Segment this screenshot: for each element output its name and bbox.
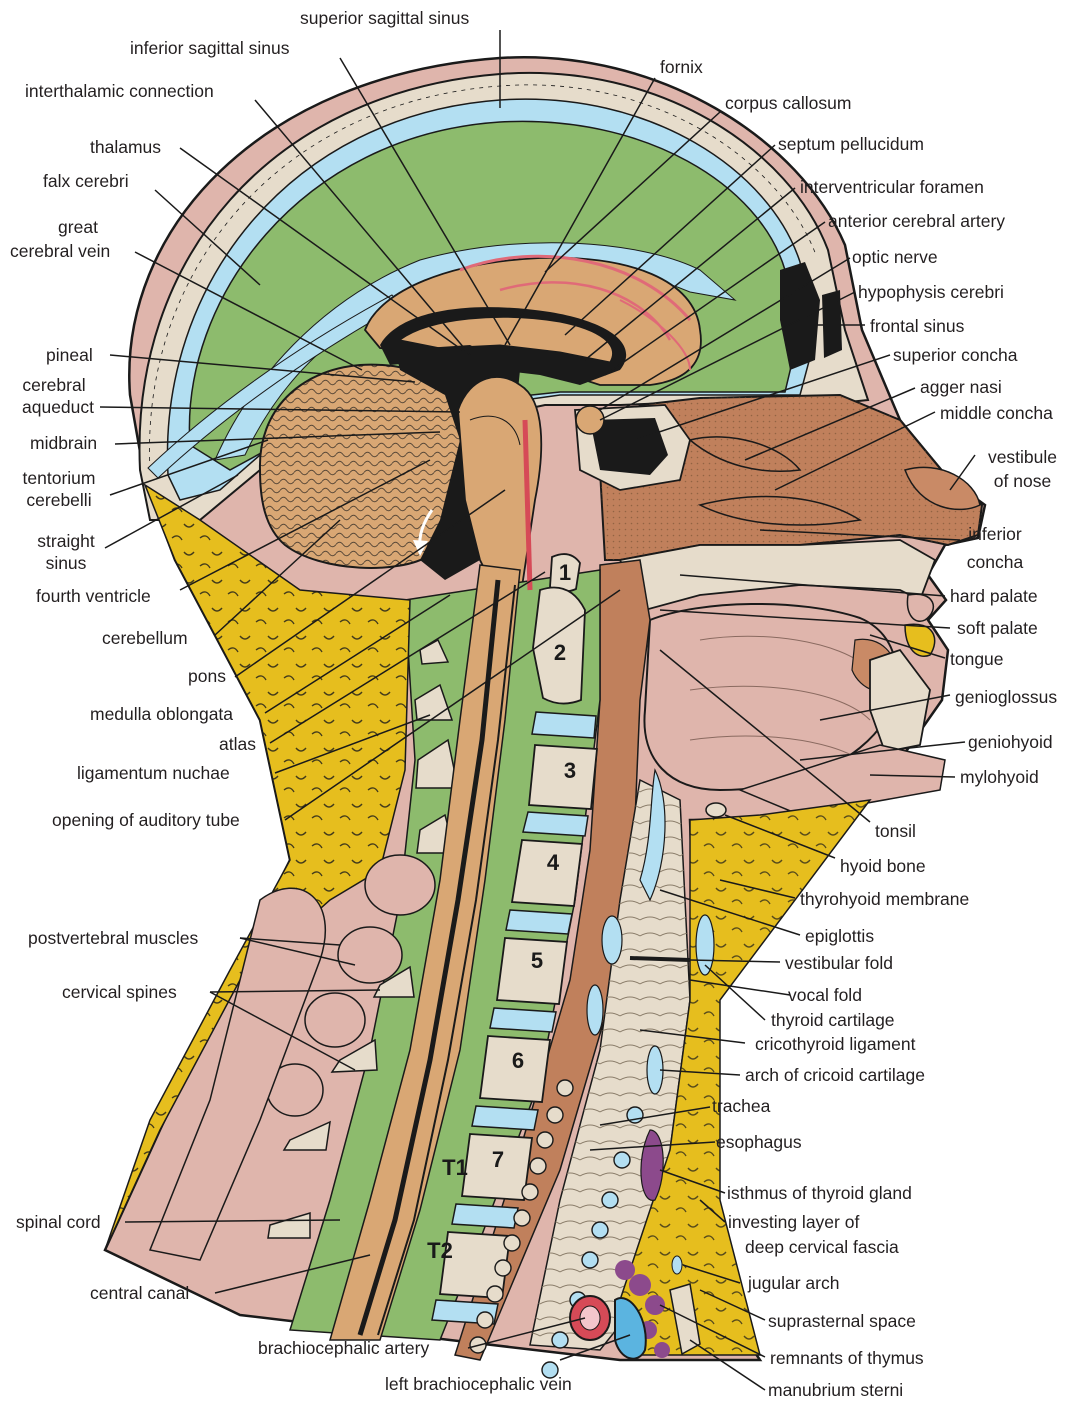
label-vocal-fold: vocal fold xyxy=(788,984,862,1006)
label-superior-sagittal-sinus: superior sagittal sinus xyxy=(300,7,469,29)
vertebra-number: T1 xyxy=(442,1155,468,1180)
label-medulla-oblongata: medulla oblongata xyxy=(90,703,233,725)
label-manubrium-sterni: manubrium sterni xyxy=(768,1379,903,1401)
label-corpus-callosum: corpus callosum xyxy=(725,92,851,114)
cartilage-bead xyxy=(547,1107,563,1123)
cartilage-bead xyxy=(522,1184,538,1200)
tracheal-ring xyxy=(592,1222,608,1238)
label-superior-concha: superior concha xyxy=(893,344,1018,366)
label-hypophysis-cerebri: hypophysis cerebri xyxy=(858,281,1004,303)
cartilage-bead xyxy=(487,1286,503,1302)
label-fourth-ventricle: fourth ventricle xyxy=(36,585,151,607)
label-thyrohyoid-membrane: thyrohyoid membrane xyxy=(800,888,969,910)
tracheal-ring xyxy=(602,1192,618,1208)
label-tongue: tongue xyxy=(950,648,1004,670)
label-brachiocephalic-artery: brachiocephalic artery xyxy=(258,1337,429,1359)
label-cerebral-aqueduct-line1: cerebral xyxy=(14,374,94,396)
label-optic-nerve: optic nerve xyxy=(852,246,938,268)
label-tentorium-cerebelli-line1: tentorium xyxy=(14,467,104,489)
label-inferior-concha-line2: concha xyxy=(955,551,1035,573)
vertebra-number: 3 xyxy=(564,758,576,783)
label-thalamus: thalamus xyxy=(90,136,161,158)
label-soft-palate: soft palate xyxy=(957,617,1038,639)
vertebra-number: 7 xyxy=(492,1147,504,1172)
hyoid-shape xyxy=(706,803,726,817)
label-central-canal: central canal xyxy=(90,1282,189,1304)
vertebra-number: 4 xyxy=(547,850,560,875)
label-interventricular-foramen: interventricular foramen xyxy=(800,176,984,198)
label-tonsil: tonsil xyxy=(875,820,916,842)
label-postvertebral-muscles: postvertebral muscles xyxy=(28,927,198,949)
label-anterior-cerebral-artery: anterior cerebral artery xyxy=(828,210,1005,232)
label-spinal-cord: spinal cord xyxy=(16,1211,101,1233)
label-inferior-sagittal-sinus: inferior sagittal sinus xyxy=(130,37,290,59)
cartilage-bead xyxy=(495,1260,511,1276)
label-pineal: pineal xyxy=(46,344,93,366)
label-geniohyoid: geniohyoid xyxy=(968,731,1053,753)
vertebra-number: T2 xyxy=(427,1238,453,1263)
cartilage-bead xyxy=(537,1132,553,1148)
vertebra-number: 5 xyxy=(531,948,543,973)
label-suprasternal-space: suprasternal space xyxy=(768,1310,916,1332)
cartilage-bead xyxy=(557,1080,573,1096)
label-frontal-sinus: frontal sinus xyxy=(870,315,964,337)
cartilage-bead xyxy=(514,1210,530,1226)
label-hyoid-bone: hyoid bone xyxy=(840,855,926,877)
label-falx-cerebri: falx cerebri xyxy=(43,170,129,192)
cartilage-bead xyxy=(504,1235,520,1251)
label-vestibule-of-nose-line1: vestibule xyxy=(975,446,1070,468)
label-tentorium-cerebelli-line2: cerebelli xyxy=(14,489,104,511)
label-remnants-of-thymus: remnants of thymus xyxy=(770,1347,924,1369)
label-great-cerebral-vein-line2: cerebral vein xyxy=(10,240,110,262)
label-great-cerebral-vein-line1: great xyxy=(38,216,118,238)
label-septum-pellucidum: septum pellucidum xyxy=(778,133,924,155)
vertebra-number: 6 xyxy=(512,1048,524,1073)
label-cricothyroid-ligament: cricothyroid ligament xyxy=(755,1033,915,1055)
label-ligamentum-nuchae: ligamentum nuchae xyxy=(77,762,230,784)
hypophysis-shape xyxy=(576,406,604,434)
label-cerebral-aqueduct-line2: aqueduct xyxy=(22,396,94,418)
vertebra-number: 2 xyxy=(554,640,566,665)
label-interthalamic-connection: interthalamic connection xyxy=(25,80,214,102)
label-middle-concha: middle concha xyxy=(940,402,1053,424)
label-investing-layer-line1: investing layer of xyxy=(728,1211,859,1233)
label-straight-sinus-line1: straight xyxy=(26,530,106,552)
label-genioglossus: genioglossus xyxy=(955,686,1057,708)
label-vestibular-fold: vestibular fold xyxy=(785,952,893,974)
label-cerebellum: cerebellum xyxy=(102,627,188,649)
label-trachea: trachea xyxy=(712,1095,770,1117)
label-opening-of-auditory-tube: opening of auditory tube xyxy=(52,809,240,831)
label-arch-of-cricoid-cartilage: arch of cricoid cartilage xyxy=(745,1064,925,1086)
label-fornix: fornix xyxy=(660,56,703,78)
vertebra-number: 1 xyxy=(559,560,571,585)
label-atlas: atlas xyxy=(219,733,256,755)
label-jugular-arch: jugular arch xyxy=(748,1272,839,1294)
label-investing-layer-line2: deep cervical fascia xyxy=(745,1236,899,1258)
label-epiglottis: epiglottis xyxy=(805,925,874,947)
label-mylohyoid: mylohyoid xyxy=(960,766,1039,788)
tracheal-ring xyxy=(582,1252,598,1268)
label-straight-sinus-line2: sinus xyxy=(26,552,106,574)
label-inferior-concha-line1: inferior xyxy=(955,523,1035,545)
label-thyroid-cartilage: thyroid cartilage xyxy=(771,1009,895,1031)
tracheal-ring xyxy=(552,1332,568,1348)
label-midbrain: midbrain xyxy=(30,432,97,454)
label-hard-palate: hard palate xyxy=(950,585,1038,607)
label-left-brachiocephalic-vein: left brachiocephalic vein xyxy=(385,1373,572,1395)
cartilage-bead xyxy=(477,1312,493,1328)
label-isthmus-of-thyroid-gland: isthmus of thyroid gland xyxy=(727,1182,912,1204)
label-esophagus: esophagus xyxy=(716,1131,802,1153)
label-cervical-spines: cervical spines xyxy=(62,981,177,1003)
cartilage-bead xyxy=(530,1158,546,1174)
label-pons: pons xyxy=(188,665,226,687)
label-vestibule-of-nose-line2: of nose xyxy=(975,470,1070,492)
label-agger-nasi: agger nasi xyxy=(920,376,1002,398)
tracheal-ring xyxy=(614,1152,630,1168)
